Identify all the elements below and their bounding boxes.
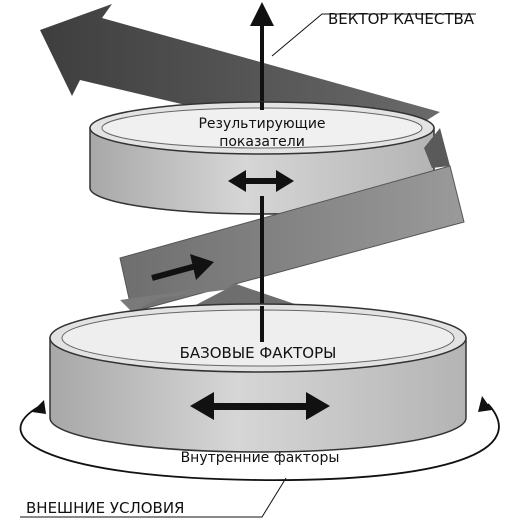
- external-conditions-callout: ВНЕШНИЕ УСЛОВИЯ: [20, 477, 287, 518]
- band-direction-arrow-icon: [151, 254, 214, 281]
- result-indicators-label-line2: показатели: [219, 134, 305, 150]
- upper-disk-result-indicators: Результирующие показатели: [89, 101, 435, 215]
- quality-vector-label: ВЕКТОР КАЧЕСТВА: [328, 10, 475, 28]
- cycle-arrowhead-right: [478, 396, 492, 412]
- external-cycle-arrow: [19, 396, 500, 481]
- base-disk-base-factors: БАЗОВЫЕ ФАКТОРЫ: [49, 303, 467, 453]
- quality-vector-callout: ВЕКТОР КАЧЕСТВА: [271, 10, 476, 57]
- upper-double-arrow-icon: [228, 170, 294, 192]
- cycle-arrowhead-left: [32, 400, 46, 414]
- result-indicators-label-line1: Результирующие: [198, 116, 325, 132]
- internal-factors-label: Внутренние факторы: [181, 450, 340, 466]
- external-conditions-label: ВНЕШНИЕ УСЛОВИЯ: [26, 499, 184, 517]
- middle-spiral-band: [119, 128, 465, 313]
- base-factors-label: БАЗОВЫЕ ФАКТОРЫ: [180, 344, 337, 362]
- quality-vector-arrowhead: [250, 2, 274, 26]
- base-double-arrow-icon: [190, 392, 330, 420]
